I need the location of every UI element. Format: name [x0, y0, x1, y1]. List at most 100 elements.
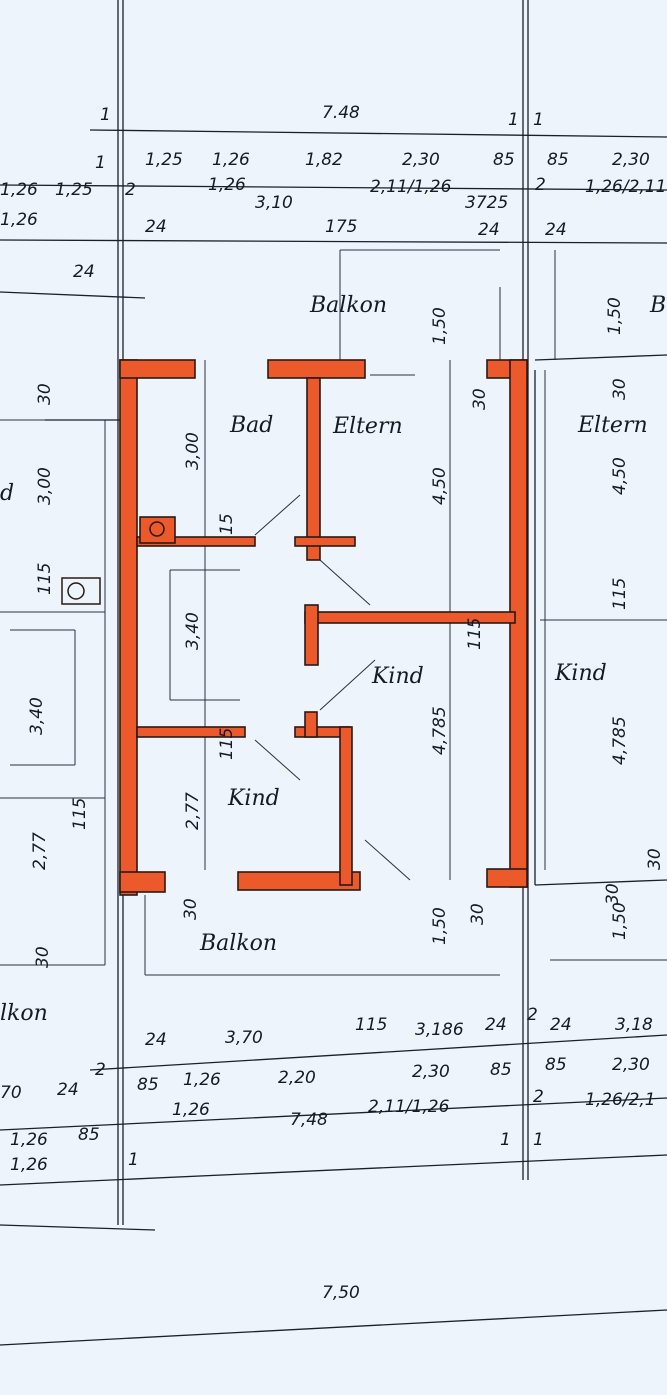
dim-text: 30: [35, 383, 55, 405]
room-eltern-right: Eltern: [577, 413, 648, 438]
dim-text: 115: [35, 563, 55, 595]
dim-text: 1,26: [183, 1070, 221, 1090]
dim-text: 2: [527, 1005, 538, 1025]
room-balkon-bottom: Balkon: [199, 931, 277, 956]
dim-text: 2,30: [612, 1055, 650, 1075]
dim-text: 115: [465, 618, 485, 650]
vertical-dimensions: 30 3,00 115 3,40 115 2,77 30 1,50 3,00 1…: [27, 297, 665, 968]
dim-text: 30: [603, 883, 623, 905]
dim-text: 1,26/2,11: [585, 177, 666, 197]
dim-text: 3,10: [255, 193, 293, 213]
dim-text: 30: [181, 898, 201, 920]
dim-text: 1,25: [145, 150, 183, 170]
room-kind-right: Kind: [554, 661, 607, 686]
dim-text: 4,50: [430, 467, 450, 505]
dim-text: 1,26: [0, 180, 38, 200]
dim-text: 3,40: [183, 612, 203, 650]
dim-text: 3,18: [615, 1015, 653, 1035]
walls: [45, 354, 667, 896]
dim-text: 175: [325, 217, 357, 237]
dim-text: 2,11/1,26: [368, 1097, 450, 1117]
top-dimensions: 7.48 1 1 1 1 1,25 1,26 1,82 2,30 85 85 2…: [0, 103, 666, 282]
dim-text: 30: [645, 848, 665, 870]
dim-text: 3,70: [225, 1028, 263, 1048]
dim-text: 1,26: [10, 1130, 48, 1150]
dim-text: 7.48: [322, 103, 360, 123]
dimension-lines: [0, 0, 667, 1346]
dim-text: 7,50: [322, 1283, 360, 1303]
room-kind-left: d: [0, 481, 14, 506]
dim-text: 1,26: [10, 1155, 48, 1175]
dim-text: 85: [490, 1060, 512, 1080]
dim-text: 15: [217, 513, 237, 535]
room-bad: Bad: [229, 413, 273, 438]
dim-text: 85: [137, 1075, 159, 1095]
dim-text: 2: [95, 1060, 106, 1080]
dim-text: 115: [70, 798, 90, 830]
dim-text: 2,11/1,26: [370, 177, 452, 197]
dim-text: 1,25: [55, 180, 93, 200]
dim-text: 85: [78, 1125, 100, 1145]
dim-text: 1,50: [610, 902, 630, 940]
dim-text: 7,48: [290, 1110, 328, 1130]
dim-text: 30: [468, 903, 488, 925]
dim-text: 24: [145, 1030, 167, 1050]
room-kind-2: Kind: [227, 786, 280, 811]
dim-text: 1: [100, 105, 111, 125]
dim-text: 1,26/2,1: [585, 1090, 656, 1110]
dim-text: 1,50: [605, 297, 625, 335]
dim-text: 2: [125, 180, 136, 200]
dim-text: 30: [470, 388, 490, 410]
dim-text: 30: [33, 946, 53, 968]
dim-text: 1: [533, 110, 544, 130]
dim-text: 85: [545, 1055, 567, 1075]
dim-text: 1: [508, 110, 519, 130]
dim-text: 3725: [465, 193, 508, 213]
room-kind-1: Kind: [371, 664, 424, 689]
dim-text: 2,30: [412, 1062, 450, 1082]
dim-text: 24: [545, 220, 567, 240]
dim-text: 24: [57, 1080, 79, 1100]
dim-text: 1: [500, 1130, 511, 1150]
dim-text: 30: [610, 378, 630, 400]
dim-text: 24: [145, 217, 167, 237]
dim-text: 3,00: [35, 467, 55, 505]
dim-text: 2,30: [612, 150, 650, 170]
dim-text: 3,40: [27, 697, 47, 735]
room-balkon-left: lkon: [0, 1001, 48, 1026]
dim-text: 1: [533, 1130, 544, 1150]
dim-text: 1,26: [208, 175, 246, 195]
dim-text: 1,50: [430, 307, 450, 345]
dim-text: 24: [478, 220, 500, 240]
dim-text: 85: [547, 150, 569, 170]
dim-text: 24: [550, 1015, 572, 1035]
dim-text: 1,26: [212, 150, 250, 170]
dim-text: 2,77: [30, 832, 50, 870]
room-eltern: Eltern: [332, 414, 403, 439]
room-labels: Bad Eltern Kind Kind Balkon Balkon Elter…: [0, 293, 666, 1026]
dim-text: 115: [610, 578, 630, 610]
bottom-dimensions: 24 3,70 115 3,186 24 2 24 3,18 70 24 2 8…: [0, 1005, 656, 1303]
dim-text: 85: [493, 150, 515, 170]
dim-text: 3,186: [415, 1020, 464, 1040]
dim-text: 115: [217, 728, 237, 760]
dim-text: 24: [485, 1015, 507, 1035]
dim-text: 2,77: [183, 792, 203, 830]
dim-text: 4,785: [610, 716, 630, 765]
dim-text: 1,26: [172, 1100, 210, 1120]
dim-text: 1,50: [430, 907, 450, 945]
dim-text: 3,00: [183, 432, 203, 470]
dim-text: 1,82: [305, 150, 343, 170]
room-balkon-right: B: [649, 293, 666, 318]
dim-text: 1: [128, 1150, 139, 1170]
dim-text: 4,50: [610, 457, 630, 495]
dim-text: 2,30: [402, 150, 440, 170]
room-balkon-top: Balkon: [309, 293, 387, 318]
dim-text: 24: [73, 262, 95, 282]
dim-text: 1,26: [0, 210, 38, 230]
dim-text: 2,20: [278, 1068, 316, 1088]
dim-text: 2: [535, 175, 546, 195]
dim-text: 4,785: [430, 706, 450, 755]
dim-text: 2: [533, 1087, 544, 1107]
